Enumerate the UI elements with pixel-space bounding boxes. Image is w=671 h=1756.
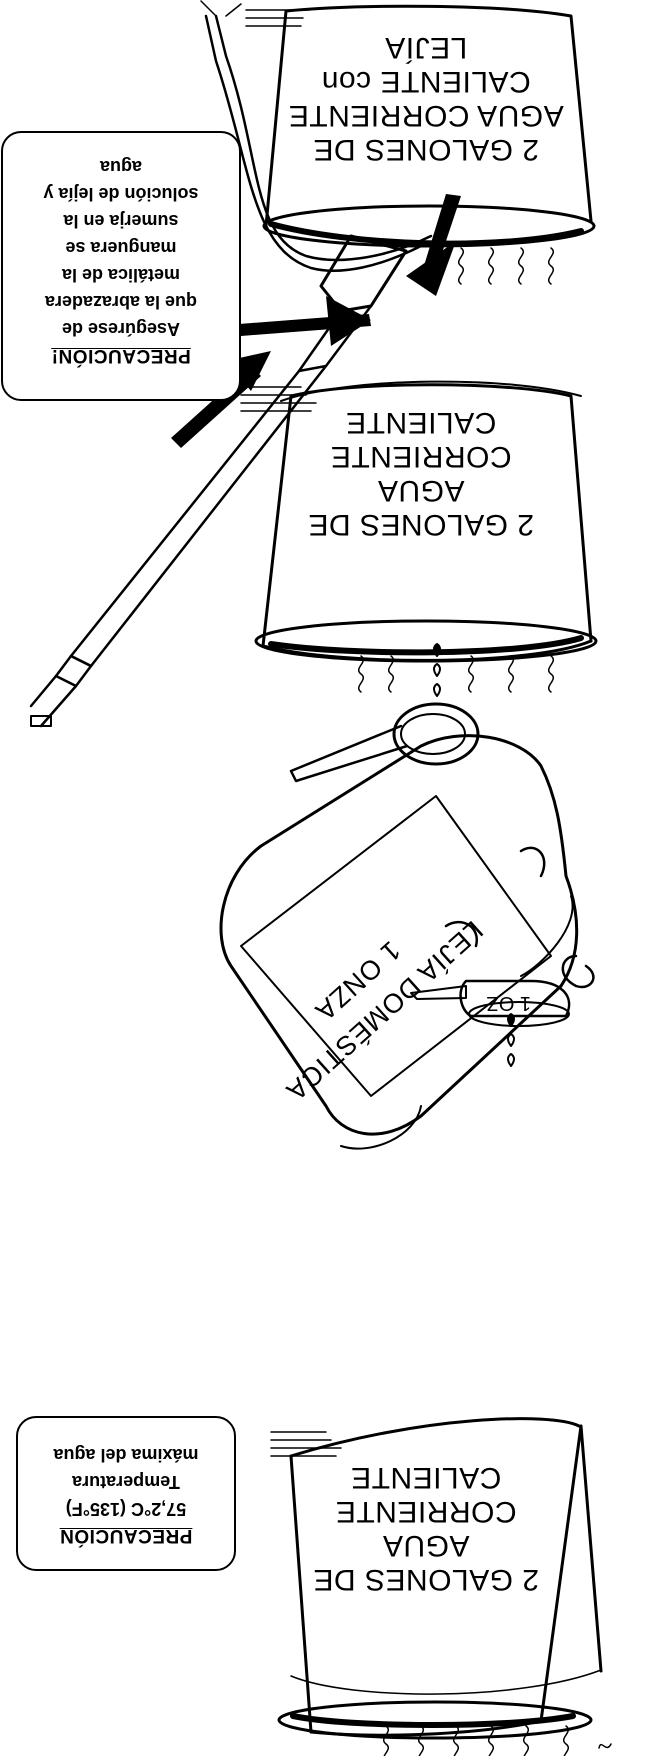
step1-caution-line: Temperatura bbox=[18, 1468, 234, 1495]
step4-steam bbox=[459, 248, 554, 284]
step4-caution-line: sumerja en la bbox=[3, 207, 239, 234]
step4-caution-line: metálica de la bbox=[3, 261, 239, 288]
step4-motion-lines bbox=[246, 10, 309, 26]
step1-caution-box: PRECAUCIÓN 57,2°C (135°F) Temperatura má… bbox=[16, 1416, 236, 1571]
step4-caution-line: manguera se bbox=[3, 234, 239, 261]
step1-caution-title: PRECAUCIÓN bbox=[18, 1522, 234, 1549]
step4-bucket-label: 2 GALONES DE AGUA CORRIENTE CALIENTE con… bbox=[276, 30, 576, 166]
step4-caution-line: Asegúrese de bbox=[3, 315, 239, 342]
step4-caution-line: solución de lejía y bbox=[3, 180, 239, 207]
step1-caution-line: 57,2°C (135°F) bbox=[18, 1495, 234, 1522]
step4-caution-line: agua bbox=[3, 153, 239, 180]
step4-caution-box: PRECAUCIÓN! Asegúrese de que la abrazade… bbox=[1, 131, 241, 401]
cup-label: 1 OZ bbox=[487, 991, 531, 1014]
bleach-drops bbox=[508, 1014, 514, 1066]
step3-bucket-label: 2 GALONES DE AGUA CORRIENTE CALIENTE bbox=[286, 405, 556, 541]
step1-bucket-label: 2 GALONES DE AGUA CORRIENTE CALIENTE bbox=[296, 1460, 556, 1596]
steam-icon bbox=[599, 1744, 611, 1748]
step1-caution-line: máxima del agua bbox=[18, 1441, 234, 1468]
step4-caution-title: PRECAUCIÓN! bbox=[3, 342, 239, 369]
step4-caution-line: que la abrazadera bbox=[3, 288, 239, 315]
